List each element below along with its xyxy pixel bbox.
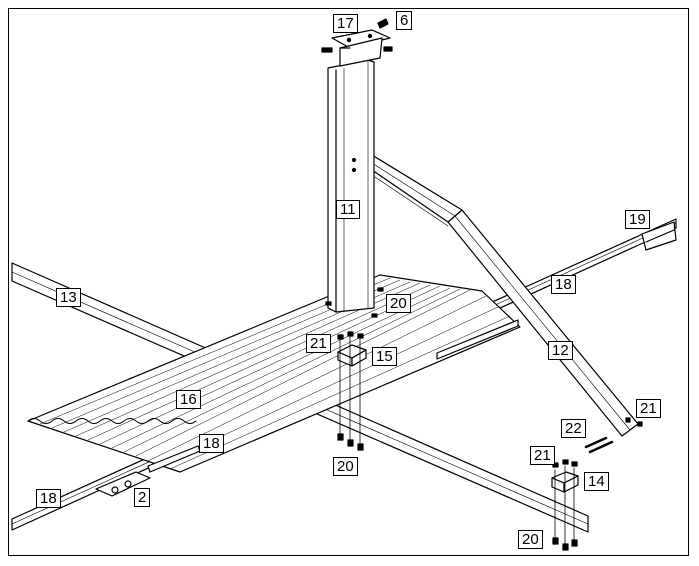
top-bracket-17 bbox=[331, 29, 391, 67]
part-label-20-mid: 20 bbox=[333, 457, 358, 476]
part-label-11: 11 bbox=[336, 200, 360, 219]
part-label-16: 16 bbox=[176, 390, 201, 409]
part-label-21-right: 21 bbox=[636, 399, 661, 418]
part-label-6: 6 bbox=[396, 11, 413, 30]
bracket-14 bbox=[551, 459, 579, 551]
part-label-20-bottom: 20 bbox=[518, 530, 543, 549]
pin-22 bbox=[584, 436, 614, 454]
part-label-19: 19 bbox=[625, 210, 650, 229]
part-label-18-right: 18 bbox=[551, 275, 576, 294]
part-label-18-mid: 18 bbox=[199, 434, 224, 453]
part-label-18-left: 18 bbox=[36, 489, 61, 508]
part-label-2: 2 bbox=[134, 488, 151, 507]
post-11 bbox=[327, 59, 375, 313]
part-label-15: 15 bbox=[372, 347, 397, 366]
bracket-2 bbox=[95, 471, 151, 497]
part-label-12: 12 bbox=[548, 341, 573, 360]
wing-nut-6 bbox=[321, 18, 393, 53]
bracket-19 bbox=[641, 221, 677, 251]
roof-panel-16 bbox=[27, 274, 521, 473]
screws-20-top bbox=[325, 287, 384, 318]
part-label-13: 13 bbox=[56, 288, 81, 307]
part-label-14: 14 bbox=[584, 472, 609, 491]
upper-brace bbox=[371, 154, 463, 227]
screws-21-right bbox=[625, 417, 643, 427]
rail-18-right bbox=[436, 319, 519, 360]
part-label-17: 17 bbox=[333, 14, 358, 33]
part-label-22: 22 bbox=[561, 419, 586, 438]
part-label-20-top: 20 bbox=[386, 294, 411, 313]
part-label-21-lower: 21 bbox=[530, 446, 555, 465]
bracket-15 bbox=[337, 331, 367, 451]
part-label-21-upper: 21 bbox=[306, 334, 331, 353]
